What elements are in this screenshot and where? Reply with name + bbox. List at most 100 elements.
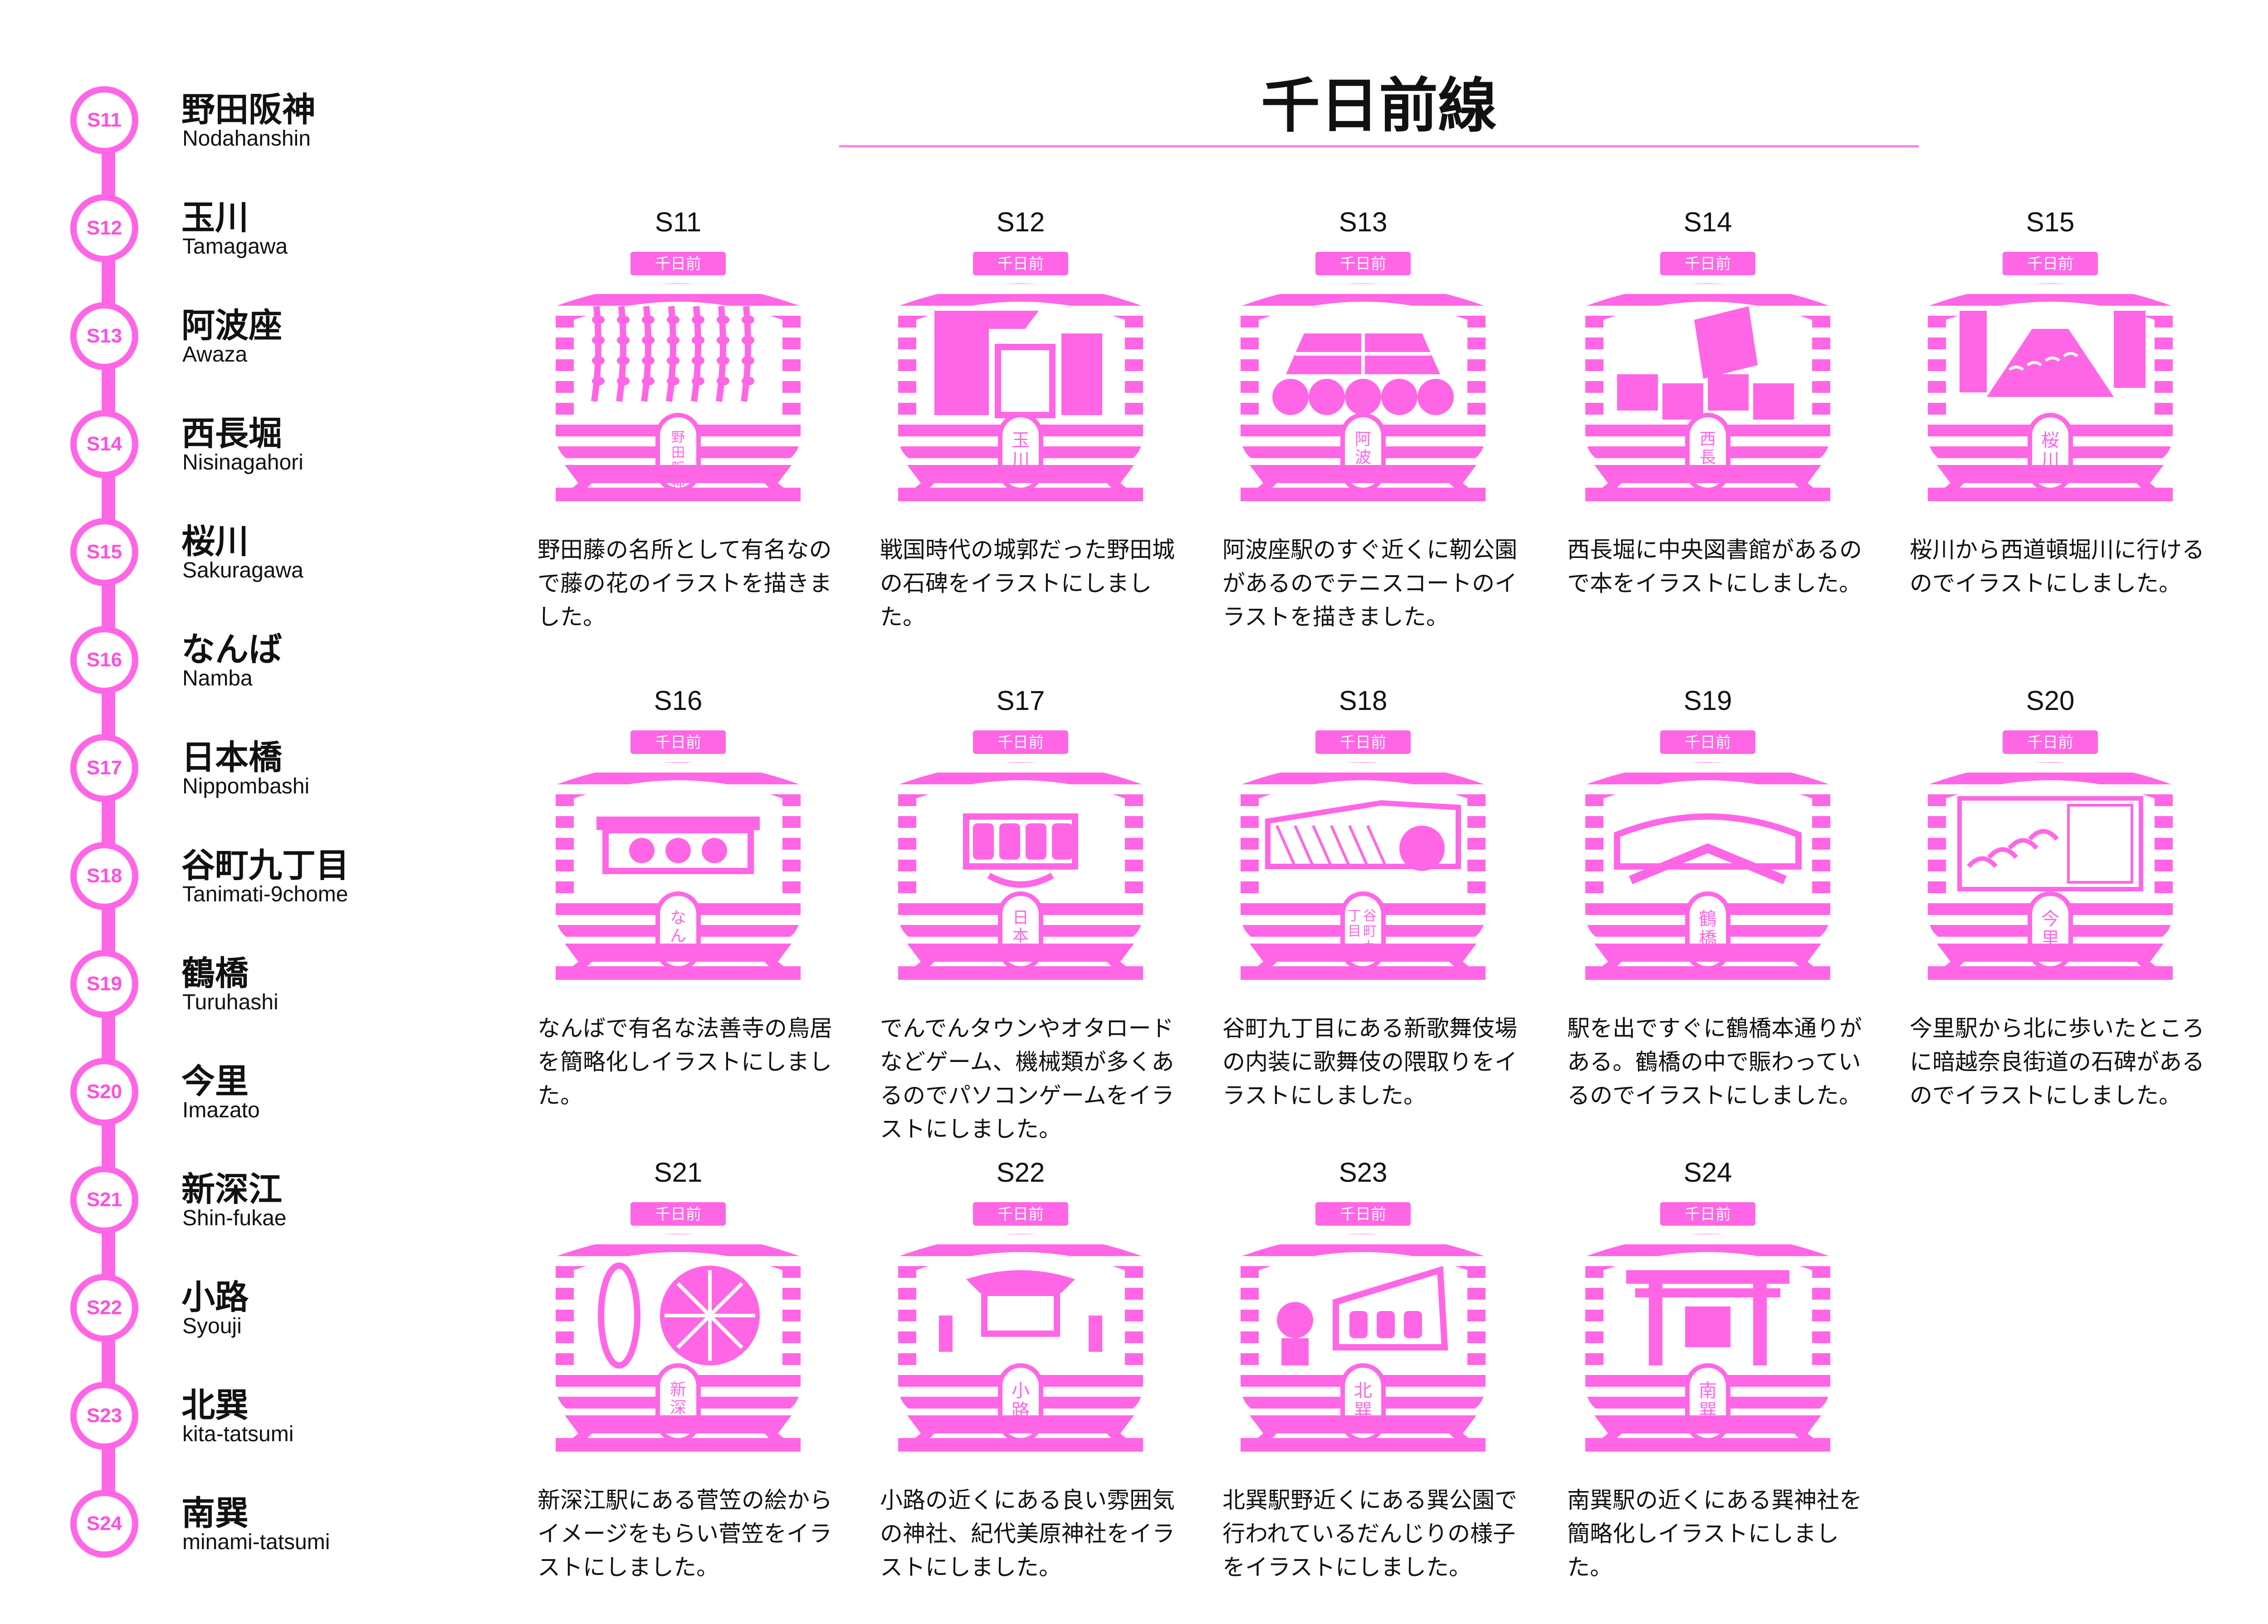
danjiri-float-icon	[1277, 1266, 1448, 1365]
station-number-badge: S16	[70, 626, 138, 694]
stamp-description: 新深江駅にある菅笠の絵からイメージをもらい菅笠をイラストにしました。	[538, 1487, 832, 1580]
torii-gate-icon	[1626, 1270, 1789, 1365]
station-name-ja: 野田阪神	[181, 90, 316, 129]
stamp-description: 谷町九丁目にある新歌舞伎場の内装に歌舞伎の隈取りをイラストにしました。	[1222, 1015, 1517, 1109]
stamp-s16: 千日前なんば	[556, 730, 801, 980]
stamp-s18: 千日前谷町九丁目	[1241, 730, 1486, 980]
station-number-badge: S19	[70, 950, 138, 1018]
station-number-badge: S11	[70, 86, 138, 154]
station-number-badge: S20	[70, 1058, 138, 1126]
stamp-header-label: 千日前	[655, 734, 701, 752]
stamp-station-code: S11	[655, 207, 702, 237]
stamp-station-label: 桜川	[2041, 430, 2059, 471]
shopping-street-icon	[1614, 813, 1802, 885]
station-name-ja: なんば	[181, 630, 282, 669]
stamp-card-s14: S14千日前西長堀西長堀に中央図書館があるので本をイラストにしました。	[1567, 206, 1894, 660]
station-name-ja: 玉川	[181, 198, 249, 237]
stamp-description: 駅を出ですぐに鶴橋本通りがある。鶴橋の中で賑わっているのでイラストにしました。	[1567, 1015, 1862, 1109]
stamp-card-s13: S13千日前阿波座阿波座駅のすぐ近くに靭公園があるのでテニスコートのイラストを描…	[1222, 206, 1549, 660]
station-name-en: Sakuragawa	[182, 558, 303, 582]
station-name-ja: 北巽	[181, 1386, 249, 1425]
station-name-ja: 日本橋	[181, 738, 282, 777]
stamp-card-s22: S22 千日前小路小路の近くにある良い雰囲気の神社、紀代美原神社をイラストにしまし…	[880, 1157, 1207, 1610]
station-name-ja: 今里	[181, 1062, 249, 1101]
stamp-header-label: 千日前	[1685, 734, 1731, 752]
stamp-header-label: 千日前	[655, 1205, 701, 1223]
stamp-card-s17: S17千日前日本橋でんでんタウンやオタロードなどゲーム、機械類が多くあるのでパソ…	[880, 685, 1207, 1142]
stamp-station-code: S13	[1339, 207, 1388, 237]
station-number-badge: S12	[70, 194, 138, 262]
stamp-description: 小路の近くにある良い雰囲気の神社、紀代美原神社をイラストにしました。	[880, 1487, 1175, 1580]
stamp-station-code: S16	[654, 685, 703, 716]
stamp-card-s19: S19 千日前鶴橋駅を出ですぐに鶴橋本通りがある。鶴橋の中で賑わっているのでイラス…	[1567, 685, 1894, 1139]
stamp-card-s16: S16千日前なんばなんばで有名な法善寺の鳥居を簡略化しイラストにしました。	[538, 685, 864, 1139]
stamp-header-label: 千日前	[997, 1205, 1044, 1223]
station-name-ja: 桜川	[181, 522, 249, 561]
stamp-header-label: 千日前	[1685, 255, 1731, 273]
shrine-icon	[939, 1270, 1102, 1352]
stamp-s17: 千日前日本橋	[898, 730, 1143, 980]
stamp-header-label: 千日前	[1340, 1205, 1386, 1223]
stamp-description: 今里駅から北に歩いたところに暗越奈良街道の石碑があるのでイラストにしました。	[1910, 1015, 2204, 1109]
station-name-en: Namba	[182, 666, 253, 690]
wisteria-icon	[591, 306, 754, 402]
stamp-description: 野田藤の名所として有名なので藤の花のイラストを描きました。	[538, 537, 832, 630]
stamp-station-code: S22	[996, 1157, 1045, 1188]
station-name-ja: 鶴橋	[181, 954, 249, 993]
stamp-s14: 千日前西長堀	[1585, 252, 1830, 501]
stamp-description: でんでんタウンやオタロードなどゲーム、機械類が多くあるのでパソコンゲームをイラス…	[880, 1015, 1174, 1142]
stamp-description: 南巽駅の近くにある巽神社を簡略化しイラストにしました。	[1567, 1487, 1862, 1580]
stamp-card-s20: S20 千日前今里今里駅から北に歩いたところに暗越奈良街道の石碑があるのでイラスト…	[1910, 685, 2236, 1139]
stamp-description: 北巽駅野近くにある巽公園で行われているだんじりの様子をイラストにしました。	[1222, 1487, 1517, 1580]
stamp-station-code: S15	[2026, 207, 2075, 237]
station-name-en: Turuhashi	[182, 990, 279, 1014]
title-underline	[839, 145, 1919, 147]
stamp-description: 戦国時代の城郭だった野田城の石碑をイラストにしました。	[880, 537, 1175, 630]
station-name-ja: 阿波座	[181, 306, 282, 345]
stamp-header-label: 千日前	[997, 734, 1044, 752]
station-name-ja: 谷町九丁目	[181, 846, 349, 885]
station-name-en: Awaza	[182, 342, 248, 367]
stamp-header-label: 千日前	[1340, 255, 1386, 273]
stamp-station-code: S14	[1683, 207, 1732, 237]
stamp-station-code: S19	[1683, 685, 1732, 716]
stamp-station-code: S20	[2026, 685, 2075, 716]
station-name-ja: 西長堀	[181, 414, 282, 453]
station-name-ja: 新深江	[181, 1170, 282, 1209]
stamp-station-code: S21	[654, 1157, 703, 1188]
station-number-badge: S13	[70, 302, 138, 370]
stamp-station-label: 北巽	[1354, 1380, 1372, 1421]
station-number-badge: S22	[70, 1274, 138, 1342]
station-name-ja: 南巽	[181, 1494, 249, 1533]
stamp-card-s18: S18千日前谷町九丁目谷町九丁目にある新歌舞伎場の内装に歌舞伎の隈取りをイラスト…	[1222, 685, 1549, 1139]
stamp-header-label: 千日前	[1340, 734, 1386, 752]
kabuki-theater-icon	[1265, 800, 1461, 871]
library-books-icon	[1617, 306, 1794, 420]
station-name-en: Nippombashi	[182, 774, 310, 798]
stamp-description: 阿波座駅のすぐ近くに靭公園があるのでテニスコートのイラストを描きました。	[1222, 537, 1517, 630]
arcade-lanterns-icon	[963, 813, 1078, 888]
hozenji-gate-icon	[596, 817, 760, 874]
station-number-badge: S18	[70, 842, 138, 910]
stamp-station-label: 鶴橋	[1699, 909, 1717, 949]
station-name-ja: 小路	[181, 1278, 249, 1317]
stamp-header-label: 千日前	[2027, 255, 2073, 273]
station-name-en: Nisinagahori	[182, 450, 303, 474]
stamp-s21: 千日前新深江	[556, 1202, 801, 1452]
